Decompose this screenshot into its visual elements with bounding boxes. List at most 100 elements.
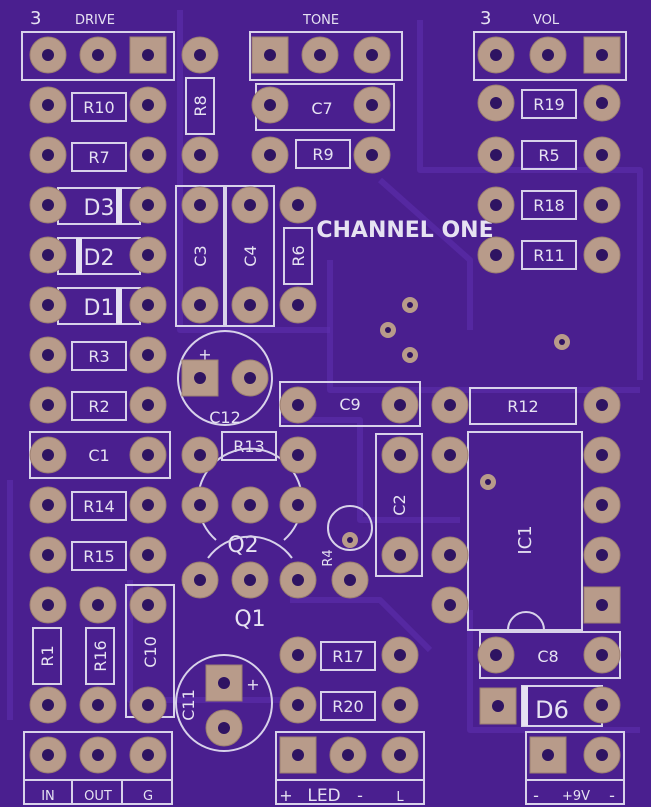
drill-hole	[244, 199, 256, 211]
d1-band	[116, 288, 122, 324]
drive-header-outline	[21, 31, 175, 81]
board-title: CHANNEL ONE	[316, 218, 493, 243]
led-minus-label: -	[357, 786, 363, 805]
r5-outline	[521, 140, 577, 170]
via-hole	[485, 479, 491, 485]
drill-hole	[292, 199, 304, 211]
drill-hole	[394, 549, 406, 561]
r3-outline	[71, 341, 127, 371]
drill-hole	[596, 649, 608, 661]
drill-hole	[596, 199, 608, 211]
d2-band	[76, 238, 82, 274]
drill-hole	[344, 574, 356, 586]
d3-label: D3	[84, 196, 115, 221]
drill-hole	[490, 199, 502, 211]
r10-outline	[71, 92, 127, 122]
drill-hole	[42, 599, 54, 611]
r13-outline	[221, 431, 277, 461]
drill-hole	[42, 449, 54, 461]
solder-pads	[29, 36, 621, 774]
r1-outline	[32, 627, 62, 685]
drill-hole	[42, 349, 54, 361]
drill-hole	[244, 372, 256, 384]
r8-outline	[185, 77, 215, 135]
drill-hole	[444, 599, 456, 611]
via-hole	[385, 327, 391, 333]
drill-hole	[596, 599, 608, 611]
drill-hole	[92, 599, 104, 611]
r17-label: R17	[332, 647, 363, 666]
drill-hole	[194, 149, 206, 161]
drill-hole	[264, 49, 276, 61]
led-l-label: L	[396, 790, 404, 805]
io-out-label: OUT	[84, 789, 112, 804]
c11-outline	[175, 654, 273, 752]
drill-hole	[194, 372, 206, 384]
r20-outline	[320, 691, 376, 721]
drill-hole	[142, 499, 154, 511]
r11-outline	[521, 240, 577, 270]
c3-label: C3	[191, 245, 210, 266]
c8-label: C8	[537, 647, 558, 666]
power-extra-label: -	[609, 786, 615, 805]
c12-plus: +	[198, 345, 211, 364]
solder-pad-square	[251, 36, 289, 74]
r8-label: R8	[191, 95, 210, 116]
led-connector-outline	[275, 731, 425, 805]
drill-hole	[292, 649, 304, 661]
r19-label: R19	[533, 95, 564, 114]
drill-hole	[142, 399, 154, 411]
ic1-notch	[507, 611, 545, 631]
pot-drive-label: DRIVE	[75, 13, 115, 28]
drill-hole	[342, 749, 354, 761]
led-plus-label: +	[279, 786, 292, 805]
via-hole	[407, 302, 413, 308]
c11-plus: +	[246, 675, 259, 694]
io-in-label: IN	[41, 789, 55, 804]
pot-vol-number: 3	[480, 8, 491, 29]
pot-vol-label: VOL	[533, 13, 560, 28]
r12-outline	[469, 387, 577, 425]
drill-hole	[366, 49, 378, 61]
c12-label: C12	[209, 408, 241, 427]
drill-hole	[264, 149, 276, 161]
drill-hole	[218, 677, 230, 689]
drill-hole	[92, 749, 104, 761]
drill-hole	[444, 449, 456, 461]
drill-hole	[292, 699, 304, 711]
r14-outline	[71, 491, 127, 521]
drill-hole	[194, 499, 206, 511]
drill-hole	[394, 649, 406, 661]
drill-hole	[142, 549, 154, 561]
d3-band	[116, 188, 122, 224]
r18-outline	[521, 190, 577, 220]
tone-header-outline	[249, 31, 403, 81]
drill-hole	[194, 49, 206, 61]
via-hole	[407, 352, 413, 358]
r18-label: R18	[533, 196, 564, 215]
drill-hole	[142, 699, 154, 711]
drill-hole	[292, 399, 304, 411]
drill-hole	[596, 97, 608, 109]
drill-hole	[596, 49, 608, 61]
drill-hole	[596, 749, 608, 761]
drill-hole	[142, 749, 154, 761]
drill-hole	[218, 722, 230, 734]
c1-label: C1	[88, 446, 109, 465]
c4-label: C4	[241, 245, 260, 266]
r9-label: R9	[312, 145, 333, 164]
r17-outline	[320, 641, 376, 671]
c11-label: C11	[179, 689, 198, 721]
d6-band	[522, 686, 528, 726]
r7-outline	[71, 142, 127, 172]
drill-hole	[42, 49, 54, 61]
drill-hole	[394, 749, 406, 761]
r16-label: R16	[91, 640, 110, 671]
r15-label: R15	[83, 547, 114, 566]
drill-hole	[292, 749, 304, 761]
drill-hole	[264, 99, 276, 111]
r10-label: R10	[83, 98, 114, 117]
drill-hole	[92, 49, 104, 61]
c2-label: C2	[390, 494, 409, 515]
